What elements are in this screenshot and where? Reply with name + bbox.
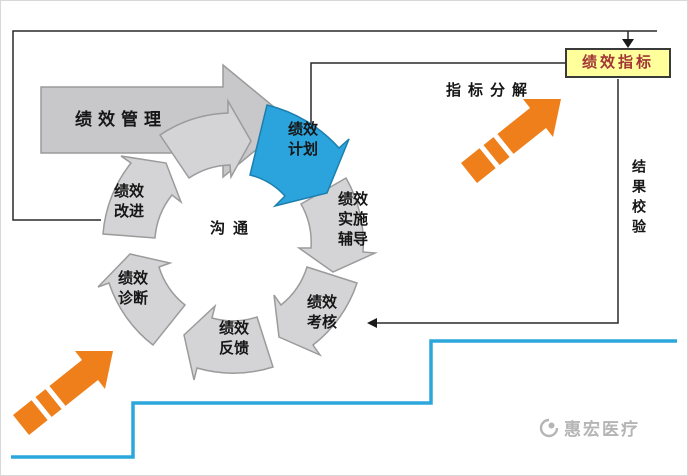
watermark: 惠宏医疗	[539, 415, 640, 440]
cycle-label-assessment: 绩效考核	[306, 294, 337, 331]
orange-arrows	[13, 99, 561, 435]
decompose-arrow-stripes	[479, 133, 514, 169]
cycle-label-improvement: 绩效改进	[113, 183, 144, 220]
huihong-logo-icon	[539, 418, 559, 437]
cycle-label-plan: 绩效计划	[287, 121, 318, 158]
performance-indicator-box: 绩效指标	[565, 48, 671, 78]
decompose-arrow-icon	[461, 99, 561, 183]
arrowhead-down-icon	[622, 39, 634, 48]
indicator-decompose-label: 指标分解	[445, 82, 534, 99]
cycle-arrow-assessment	[273, 266, 358, 357]
cycle-arrow-diagnosis	[97, 253, 187, 347]
cycle-arrow-feedback	[183, 303, 274, 381]
cycle-label-feedback: 绩效反馈	[218, 320, 249, 357]
performance-management-label: 绩效管理	[75, 110, 167, 129]
cycle-label-coaching: 绩效实施辅导	[337, 191, 368, 248]
staircase-line	[11, 339, 677, 459]
cycle-ring	[97, 98, 378, 381]
result-check-feedback-line	[377, 79, 619, 324]
frame-lines	[12, 30, 657, 324]
cycle-arrow-improvement	[102, 155, 183, 239]
decompose-to-plan-line	[310, 62, 566, 129]
watermark-text: 惠宏医疗	[564, 420, 640, 439]
cycle-arrow-coaching	[296, 176, 378, 273]
cycle-arrow-lead-in	[158, 98, 252, 180]
progress-arrow-stripes	[31, 385, 66, 421]
frame-top-left-line	[12, 30, 657, 221]
cycle-label-diagnosis: 绩效诊断	[117, 270, 148, 307]
cycle-arrow-plan	[249, 104, 350, 208]
arrowhead-left-icon	[367, 318, 377, 328]
progress-arrow-icon	[13, 351, 113, 435]
result-check-label: 结果校验	[631, 159, 647, 239]
communication-label: 沟通	[209, 220, 256, 237]
